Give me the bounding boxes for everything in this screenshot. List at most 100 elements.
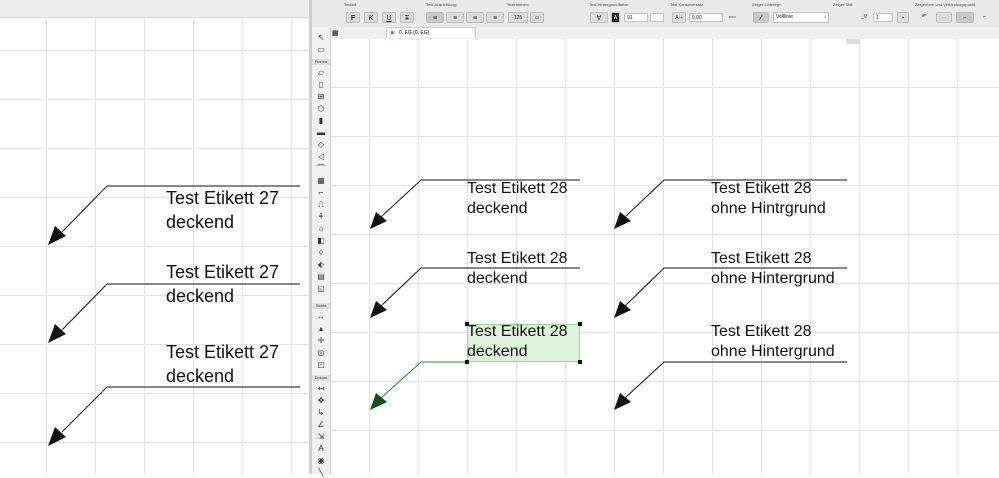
label-left-2[interactable]: Test Etikett 27 deckend bbox=[166, 260, 279, 308]
arrow-shape-icon[interactable]: ↶ bbox=[921, 14, 927, 20]
align-center-button[interactable]: ≡ bbox=[446, 12, 464, 23]
label-mid-3-selected[interactable]: Test Etikett 28 deckend bbox=[467, 322, 568, 362]
line-tool-icon[interactable]: ╲ bbox=[318, 468, 324, 477]
toolbox-section-planung[interactable]: Planun bbox=[312, 59, 330, 65]
selection-handle-bottom-right[interactable] bbox=[578, 360, 582, 364]
offset-field[interactable]: 0,00 bbox=[689, 13, 723, 22]
slab-tool-icon[interactable]: ◇ bbox=[317, 140, 325, 149]
section-textstil: Textstil: bbox=[344, 2, 358, 7]
level-dimension-tool-icon[interactable]: ↳ bbox=[317, 408, 325, 417]
label-line1: Test Etikett 27 bbox=[166, 342, 280, 362]
align-justify-button[interactable]: ≡ bbox=[486, 12, 504, 23]
italic-button[interactable]: K bbox=[364, 12, 378, 23]
frame-toggle-button[interactable]: ▭ bbox=[530, 12, 544, 23]
label-mid-1[interactable]: Test Etikett 28 deckend bbox=[467, 179, 568, 219]
label-left-3[interactable]: Test Etikett 27 deckend bbox=[166, 340, 279, 388]
section-tool-icon[interactable]: ▤ bbox=[317, 272, 325, 281]
worksheet-tool-icon[interactable]: ◎ bbox=[317, 348, 325, 357]
background-pen-field[interactable]: 91 bbox=[624, 13, 648, 22]
skylight-tool-icon[interactable]: ⬖ bbox=[317, 260, 325, 269]
railing-tool-icon[interactable]: ⎍ bbox=[318, 200, 324, 209]
elevation-dimension-tool-icon[interactable]: ⇲ bbox=[317, 432, 325, 441]
mesh-tool-icon[interactable]: ◊ bbox=[319, 248, 323, 257]
align-right-button[interactable]: ≡ bbox=[466, 12, 484, 23]
pen-icon-button[interactable]: ∀ bbox=[590, 12, 608, 23]
arrowhead-left-2 bbox=[48, 324, 66, 343]
column-tool-icon[interactable]: ▮ bbox=[318, 116, 324, 125]
wall-tool-icon[interactable]: ▱ bbox=[317, 68, 325, 77]
fill-tool-icon[interactable]: ◉ bbox=[317, 456, 325, 465]
interior-elevation-tool-icon[interactable]: ▴ bbox=[318, 324, 323, 333]
morph-tool-icon[interactable]: ◧ bbox=[317, 236, 325, 245]
leader-style-icon[interactable]: ⌐ bbox=[983, 14, 987, 20]
leader-right-3[interactable] bbox=[624, 361, 847, 399]
curtain-wall-tool-icon[interactable]: ▦ bbox=[317, 176, 325, 185]
label-right-2[interactable]: Test Etikett 28 ohne Hintergrund bbox=[711, 249, 835, 289]
leader-shape-icon[interactable]: ⌐ bbox=[956, 12, 974, 23]
chevron-right-icon: › bbox=[824, 14, 826, 20]
toolbox-section-dokumentieren[interactable]: Dokum bbox=[312, 375, 330, 381]
label-left-1[interactable]: Test Etikett 27 deckend bbox=[166, 186, 279, 234]
roof-tool-icon[interactable]: ◁ bbox=[317, 152, 325, 161]
background-color-swatch[interactable]: A bbox=[611, 12, 620, 23]
detail-tool-icon[interactable]: ✛ bbox=[317, 336, 325, 345]
selection-handle-top-right[interactable] bbox=[578, 322, 582, 326]
marquee-tool-icon[interactable]: ▭ bbox=[317, 45, 325, 54]
label-line2: ohne Hintrgrund bbox=[711, 200, 826, 217]
selection-handle-top-left[interactable] bbox=[465, 322, 469, 326]
beam-tool-icon[interactable]: ▬ bbox=[317, 128, 325, 137]
section-zeiger-linientyp: Zeiger Linientyp: bbox=[752, 2, 782, 7]
leader-mid-3[interactable] bbox=[380, 361, 467, 399]
leader-mid-1[interactable] bbox=[380, 179, 580, 218]
lamp-tool-icon[interactable]: ☼ bbox=[317, 224, 325, 233]
connection-point-icon[interactable]: ⋯ bbox=[936, 12, 952, 23]
scroll-handle[interactable] bbox=[846, 39, 860, 44]
offset-icon[interactable]: A⇢ bbox=[672, 12, 686, 23]
arrowhead-mid-2 bbox=[370, 301, 387, 318]
label-line2: deckend bbox=[166, 212, 235, 232]
zone-tool-icon[interactable]: ⚘ bbox=[317, 212, 325, 221]
left-plan-window[interactable] bbox=[0, 0, 309, 474]
pen-field[interactable]: 1 bbox=[873, 13, 893, 22]
camera-tool-icon[interactable]: ◰ bbox=[317, 360, 325, 369]
align-left-button[interactable]: ≡ bbox=[426, 12, 444, 23]
radial-dimension-tool-icon[interactable]: ✥ bbox=[317, 396, 325, 405]
label-tool-icon[interactable]: ◱ bbox=[317, 284, 325, 293]
selected-label-highlight[interactable] bbox=[467, 324, 580, 362]
pen-color-swatch[interactable]: ▪ bbox=[897, 12, 909, 23]
leader-right-2[interactable] bbox=[624, 267, 847, 307]
tab-floor-plan[interactable]: ▣ 0. EG (0. EG) bbox=[386, 27, 476, 38]
bold-button[interactable]: F bbox=[346, 12, 360, 23]
object-tool-icon[interactable]: ⬡ bbox=[317, 104, 325, 113]
window-tool-icon[interactable]: ⊞ bbox=[317, 92, 325, 101]
dimension-tool-icon[interactable]: ↤ bbox=[317, 384, 325, 393]
linetype-icon[interactable]: ⁄ bbox=[753, 12, 769, 23]
elevation-tool-icon[interactable]: ↔ bbox=[317, 312, 325, 321]
grid-icon[interactable]: ▦ bbox=[332, 30, 339, 37]
label-mid-2[interactable]: Test Etikett 28 deckend bbox=[467, 249, 568, 289]
shell-tool-icon[interactable]: ⌒ bbox=[317, 164, 325, 173]
right-plan-window[interactable] bbox=[331, 39, 999, 474]
window-divider[interactable] bbox=[309, 0, 312, 474]
underline-button[interactable]: U bbox=[382, 12, 396, 23]
leader-left-2[interactable] bbox=[61, 283, 300, 331]
leader-left-3[interactable] bbox=[61, 386, 300, 433]
text-tool-icon[interactable]: A bbox=[318, 444, 324, 453]
label-right-3[interactable]: Test Etikett 28 ohne Hintergrund bbox=[711, 322, 835, 362]
linetype-dropdown[interactable]: Volllinie › bbox=[773, 12, 829, 23]
angle-dimension-tool-icon[interactable]: ∠ bbox=[317, 420, 325, 429]
toolbox-section-sichten[interactable]: Sichte bbox=[312, 303, 330, 309]
door-tool-icon[interactable]: ▯ bbox=[318, 80, 324, 89]
background-pen-extra-field[interactable] bbox=[650, 13, 664, 22]
leader-mid-2[interactable] bbox=[380, 267, 580, 307]
leader-left-1[interactable] bbox=[61, 185, 300, 233]
leader-right-1[interactable] bbox=[624, 179, 847, 218]
frame-size-button[interactable]: 125 bbox=[508, 12, 528, 23]
arrow-tool-icon[interactable]: ↖ bbox=[317, 33, 325, 42]
stair-tool-icon[interactable]: ⌐ bbox=[318, 188, 324, 197]
strikethrough-button[interactable]: T bbox=[400, 12, 414, 23]
section-text-hintergrundfarbe: Text-Hintergrundfarbe: bbox=[589, 2, 629, 7]
selection-handle-bottom-left[interactable] bbox=[465, 360, 469, 364]
label-line1: Test Etikett 28 bbox=[467, 180, 568, 197]
label-right-1[interactable]: Test Etikett 28 ohne Hintrgrund bbox=[711, 179, 826, 219]
